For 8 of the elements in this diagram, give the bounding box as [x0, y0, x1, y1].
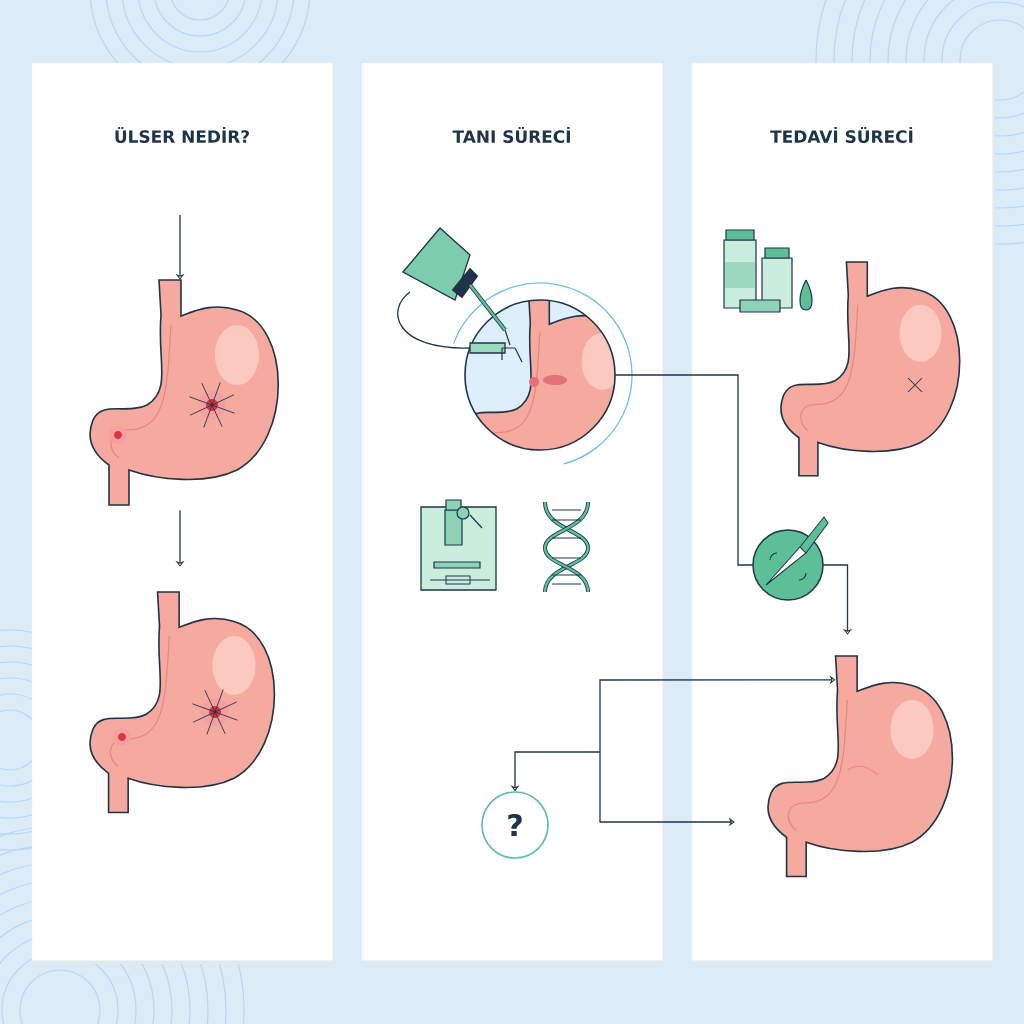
arrow — [822, 564, 853, 635]
stomach-drawing — [89, 279, 280, 506]
stomach-drawing — [89, 591, 276, 814]
stomach-drawing — [780, 261, 961, 477]
endoscopy-view-drawing — [452, 282, 633, 465]
surgery-icon — [752, 516, 829, 601]
stomach-drawing — [767, 655, 954, 878]
arrow — [599, 675, 836, 753]
